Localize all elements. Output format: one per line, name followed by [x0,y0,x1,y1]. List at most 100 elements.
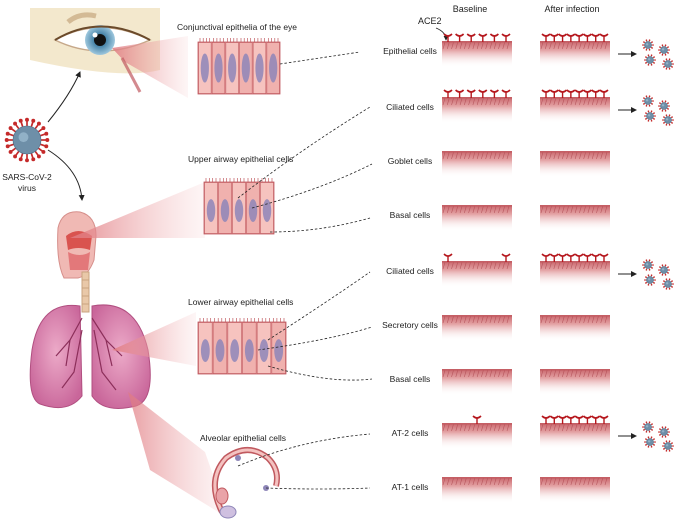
baseline-tissue-band [442,369,512,395]
virion-icon [642,39,654,51]
ace2-receptor [566,89,576,98]
after-infection-tissue-band [540,151,610,177]
ace2-receptor [443,33,453,42]
ace2-receptor [582,253,592,262]
virion-icon [644,436,656,448]
ace2-receptor [541,33,551,42]
ace2-receptor [443,253,453,262]
virus-label-line1: SARS-CoV-2 [2,172,52,182]
ace2-receptor [599,415,609,424]
upper-airway-epithelium [203,178,275,235]
ace2-receptor [541,253,551,262]
after-infection-tissue-band [540,315,610,341]
ace2-receptor [489,33,499,42]
arrow-virus-to-airway [47,149,85,201]
virion-icon [642,95,654,107]
ace2-receptor [558,415,568,424]
ace2-receptor [501,89,511,98]
alveolus-illustration [212,447,280,519]
ace2-receptor [574,253,584,262]
ace2-receptor [591,415,601,424]
ace2-receptor [489,89,499,98]
ace2-receptor [582,415,592,424]
lungs-illustration [29,304,151,409]
cell-row: Secretory cells [382,315,610,341]
tissue-label-alveolar: Alveolar epithelial cells [200,433,286,443]
baseline-tissue-band [442,477,512,503]
ace2-receptor [466,33,476,42]
ace2-receptor [558,253,568,262]
cell-nucleus [274,339,284,363]
ace2-receptor [574,89,584,98]
column-header-after-infection: After infection [544,4,599,14]
cell-nucleus [215,339,225,363]
virion-icon [644,54,656,66]
virion-icon [662,278,674,290]
dashed-connectors [237,51,373,490]
cell-type-label: AT-2 cells [392,428,429,438]
ace2-label: ACE2 [418,16,442,26]
tissue-label-upper-airway: Upper airway epithelial cells [188,154,293,164]
cell-nucleus [206,199,216,223]
ace2-receptor [501,33,511,42]
cell-nucleus [244,339,254,363]
cell-nucleus [200,53,209,83]
cell-row: Ciliated cells [386,89,674,126]
cell-row: AT-2 cells [392,415,674,452]
cell-type-label: Basal cells [390,210,431,220]
ace2-receptor [455,33,465,42]
ace2-receptor [582,33,592,42]
ace2-receptor [455,89,465,98]
ace2-pointer [435,27,449,41]
cell-nucleus [259,339,269,363]
eye-illustration [30,8,160,74]
ace2-receptor [549,33,559,42]
baseline-tissue-band [442,33,512,67]
cell-type-label: Goblet cells [388,156,432,166]
cell-type-label: Epithelial cells [383,46,437,56]
baseline-tissue-band [442,151,512,177]
cell-nucleus [255,53,264,83]
conjunctival-epithelium [197,38,281,95]
ace2-receptor [549,89,559,98]
ace2-receptor [549,415,559,424]
virion-icon [658,426,670,438]
ace2-receptor [599,89,609,98]
arrow-virus-to-eye [47,71,81,123]
after-infection-tissue-band [540,415,610,449]
baseline-tissue-band [442,205,512,231]
ace2-receptor [549,253,559,262]
lower-airway-epithelium [197,318,287,375]
after-infection-tissue-band [540,369,610,395]
ace2-receptor [574,415,584,424]
column-header-baseline: Baseline [453,4,488,14]
cell-nucleus [200,339,210,363]
tissue-block [197,41,281,95]
ace2-receptor [541,415,551,424]
eye-highlight-beam [112,36,188,98]
cell-nucleus [228,53,237,83]
cell-nucleus [269,53,278,83]
ace2-receptor [566,33,576,42]
cell-type-label: Ciliated cells [386,266,434,276]
tissue-label-conjunctival: Conjunctival epithelia of the eye [177,22,297,32]
ace2-receptor [443,89,453,98]
ace2-receptor [566,253,576,262]
cell-nucleus [230,339,240,363]
cell-nucleus [248,199,258,223]
baseline-tissue-band [442,415,512,449]
ace2-receptor [466,89,476,98]
after-infection-tissue-band [540,89,610,123]
ace2-receptor [574,33,584,42]
cell-nucleus [234,199,244,223]
virion-icon [662,58,674,70]
ace2-receptor [591,33,601,42]
virion-icon [642,259,654,271]
upper-airway-beam [70,182,205,238]
sars-cov-2-virus-icon [4,117,50,163]
cell-type-label: AT-1 cells [392,482,429,492]
ace2-receptor [501,253,511,262]
cell-row: Basal cells [390,369,610,395]
